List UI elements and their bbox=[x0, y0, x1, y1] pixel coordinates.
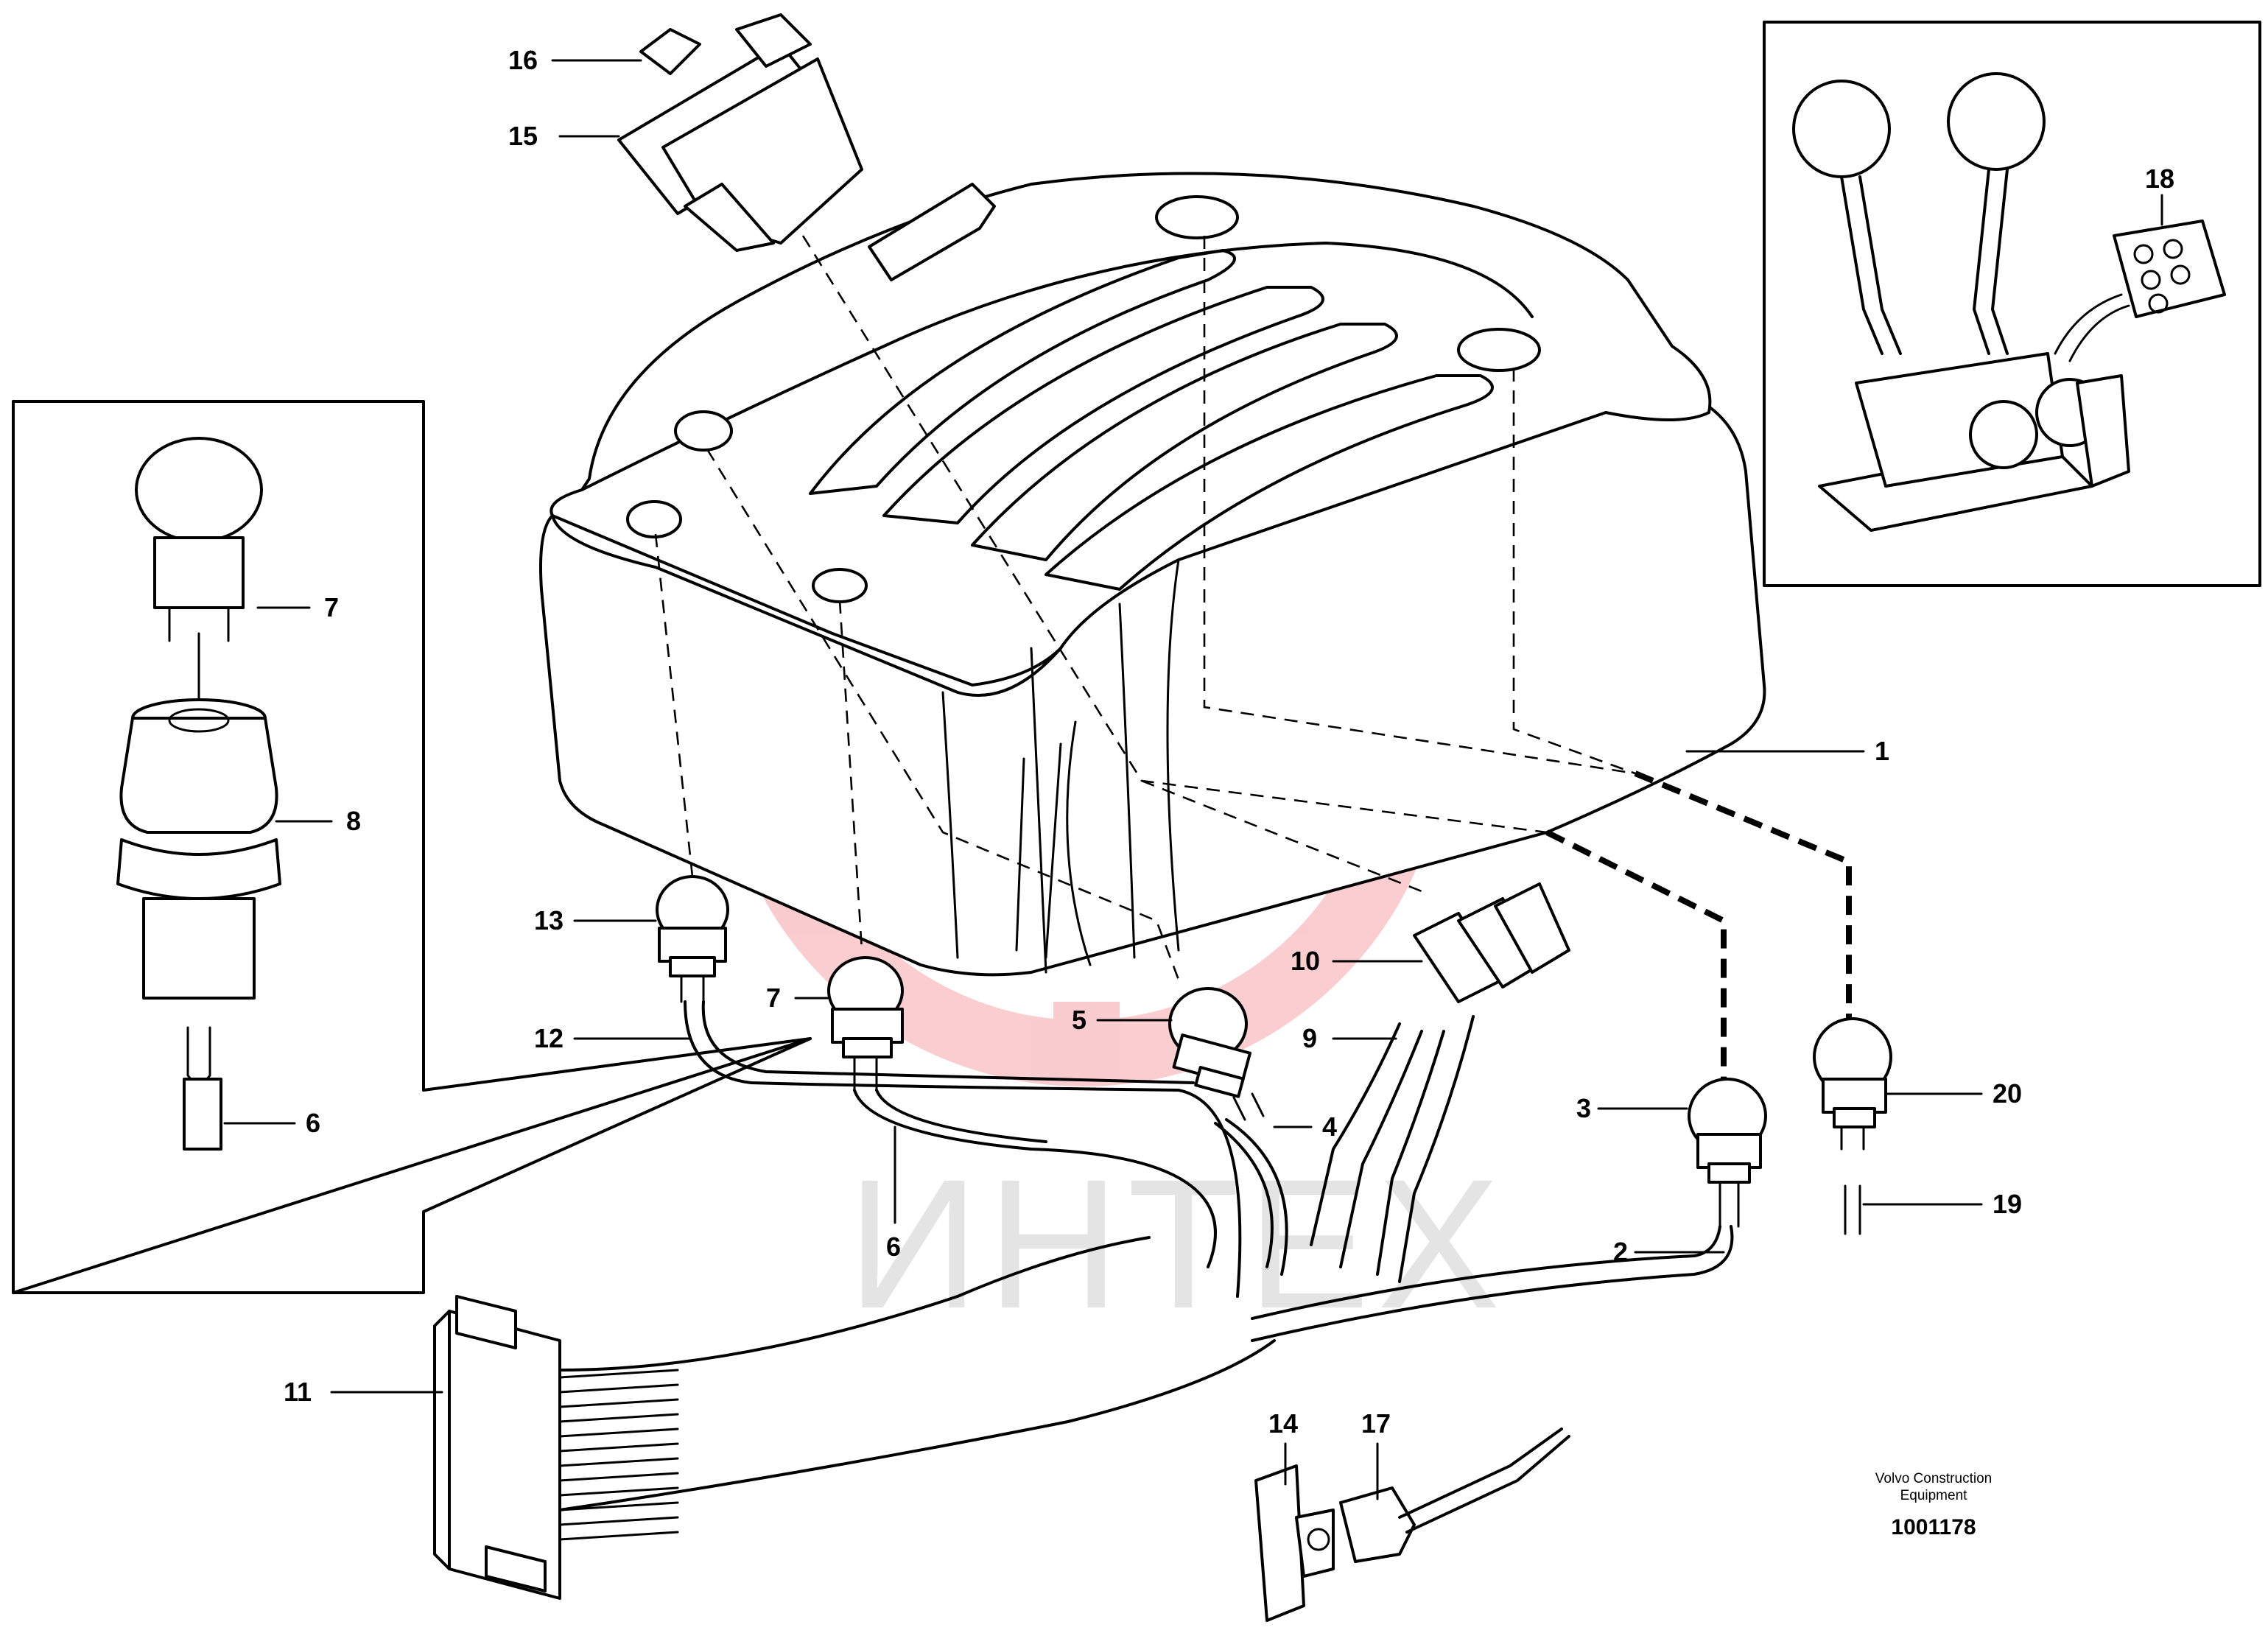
callout-2: 2 bbox=[1613, 1237, 1628, 1267]
push-button-3 bbox=[1688, 1078, 1767, 1228]
clip-14 bbox=[1254, 1464, 1335, 1622]
inset-button-detail bbox=[12, 400, 812, 1294]
callout-7b: 7 bbox=[766, 983, 781, 1013]
callout-6a: 6 bbox=[306, 1108, 320, 1138]
callout-11: 11 bbox=[284, 1377, 312, 1407]
brand-line-2: Equipment bbox=[1900, 1488, 1968, 1503]
watermark-text: ИНТЕХ bbox=[847, 1141, 1507, 1346]
callout-12: 12 bbox=[534, 1023, 564, 1053]
callout-17: 17 bbox=[1361, 1408, 1391, 1439]
console-hole bbox=[1457, 328, 1541, 372]
console-hole bbox=[674, 410, 733, 452]
push-button-7 bbox=[827, 956, 904, 1092]
switch-lens bbox=[639, 28, 701, 75]
console-ridges bbox=[809, 249, 1494, 591]
document-number: 1001178 bbox=[1891, 1515, 1976, 1539]
console-hole bbox=[812, 568, 868, 603]
push-button-5 bbox=[1168, 987, 1265, 1121]
callout-19: 19 bbox=[1993, 1189, 2022, 1219]
footer-brand: Volvo Construction Equipment 1001178 bbox=[1875, 1471, 1992, 1539]
wire-harness bbox=[558, 1000, 1734, 1511]
callout-5: 5 bbox=[1072, 1005, 1086, 1035]
callout-8: 8 bbox=[346, 806, 361, 836]
inset-joystick-detail bbox=[1763, 21, 2261, 587]
callout-1: 1 bbox=[1875, 736, 1889, 766]
harness-connector-11 bbox=[433, 1295, 679, 1600]
callout-3: 3 bbox=[1576, 1093, 1591, 1123]
callout-16: 16 bbox=[508, 45, 538, 75]
assembly-leaders bbox=[654, 235, 1852, 1083]
callout-13: 13 bbox=[534, 905, 564, 935]
console-housing bbox=[539, 172, 1766, 977]
callout-6b: 6 bbox=[886, 1232, 901, 1262]
callout-4: 4 bbox=[1322, 1112, 1337, 1142]
push-button-20 bbox=[1813, 1017, 1892, 1235]
callout-9: 9 bbox=[1302, 1023, 1317, 1053]
callout-14: 14 bbox=[1268, 1408, 1298, 1439]
callout-20: 20 bbox=[1993, 1078, 2022, 1109]
brand-line-1: Volvo Construction bbox=[1875, 1471, 1992, 1486]
rocker-switch bbox=[617, 13, 863, 252]
callout-labels: 1 2 3 4 5 6 6 7 7 8 9 10 11 12 13 14 15 … bbox=[284, 45, 2174, 1439]
console-hole bbox=[626, 500, 682, 538]
callout-7a: 7 bbox=[324, 592, 339, 622]
console-hole bbox=[1155, 195, 1239, 239]
callout-18: 18 bbox=[2145, 164, 2174, 194]
callout-leaders bbox=[223, 59, 2163, 1500]
callout-10: 10 bbox=[1291, 946, 1320, 976]
push-button-13 bbox=[656, 875, 729, 1003]
cable-tie-17 bbox=[1339, 1427, 1570, 1563]
connector-block bbox=[1214, 882, 1570, 1283]
callout-15: 15 bbox=[508, 121, 538, 151]
